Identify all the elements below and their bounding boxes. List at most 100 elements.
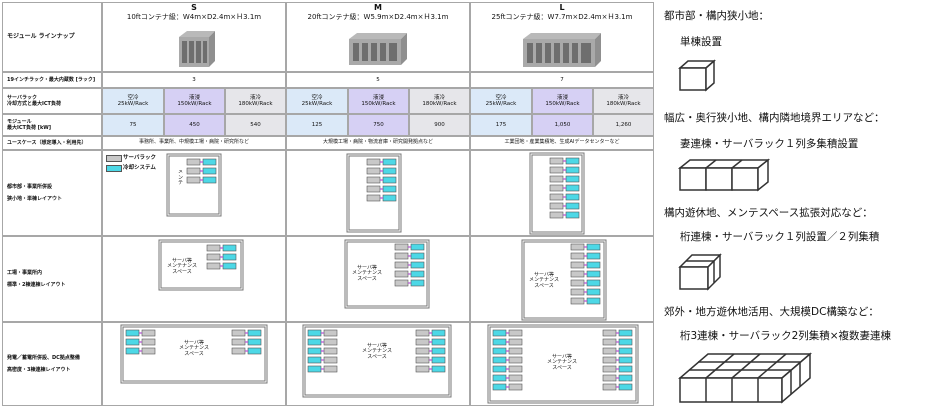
rack-rows — [125, 157, 633, 391]
cooling-unit — [586, 252, 601, 260]
cooling-unit — [382, 167, 397, 175]
cooling-unit — [222, 262, 237, 270]
server-rack — [186, 167, 201, 175]
server-rack — [549, 211, 564, 219]
desc-end-connected: 妻連棟・サーバラック１列多集積設置 — [680, 138, 859, 150]
server-rack — [141, 338, 156, 346]
module-lineup-table: モジュール ラインナップ S 10ftコンテナ級：W4m×D2.4m×Ｈ3.1m… — [2, 2, 654, 406]
legend-rack-label: サーバラック — [123, 155, 156, 161]
server-rack — [415, 329, 430, 337]
cooling-unit — [307, 338, 322, 346]
cooling-l-liquid: 液冷 180kW/Rack — [593, 88, 654, 114]
ict-s-immersion: 450 — [164, 114, 225, 136]
cooling-unit — [431, 365, 446, 373]
heading-narrow: 幅広・奥行狭小地、構内隣地境界エリアなど： — [664, 112, 885, 124]
server-rack — [415, 356, 430, 364]
cooling-unit — [492, 374, 507, 382]
server-rack — [141, 329, 156, 337]
column-s: S 10ftコンテナ級：W4m×D2.4m×Ｈ3.1m — [102, 2, 286, 72]
ict-l-immersion: 1,050 — [532, 114, 593, 136]
cooling-unit — [618, 365, 633, 373]
ict-s-liquid: 540 — [225, 114, 286, 136]
cooling-unit — [382, 158, 397, 166]
server-rack — [508, 338, 523, 346]
grid-block-icon — [678, 352, 813, 404]
cooling-l-immersion: 液浸 150kW/Rack — [532, 88, 593, 114]
layout-m-triple — [286, 322, 470, 406]
cooling-unit — [247, 347, 262, 355]
server-rack — [366, 185, 381, 193]
cooling-unit — [492, 365, 507, 373]
server-rack — [570, 288, 585, 296]
column-m: M 20ftコンテナ級：W5.9m×D2.4m×Ｈ3.1m — [286, 2, 470, 72]
server-rack — [508, 365, 523, 373]
server-rack — [549, 202, 564, 210]
server-rack — [508, 374, 523, 382]
cooling-unit — [618, 383, 633, 391]
cooling-m-liquid: 液冷 180kW/Rack — [409, 88, 470, 114]
server-rack — [231, 338, 246, 346]
ict-label: モジュール 最大ICT負荷 [kW] — [2, 114, 102, 136]
server-rack — [186, 176, 201, 184]
cooling-unit — [307, 347, 322, 355]
cooling-m-immersion: 液浸 150kW/Rack — [348, 88, 409, 114]
legend-cooling-label: 冷却システム — [123, 165, 156, 171]
server-rack — [323, 356, 338, 364]
cooling-unit — [222, 253, 237, 261]
server-rack — [394, 243, 409, 251]
cooling-s-air: 空冷 25kW/Rack — [102, 88, 164, 114]
space-label-l-triple: サーバ等 メンテナンス スペース — [547, 353, 577, 371]
server-rack — [602, 356, 617, 364]
usecase-m: 大規模工場・病院・物流倉庫・研究開発拠点など — [286, 136, 470, 150]
server-rack — [323, 329, 338, 337]
cooling-unit — [586, 243, 601, 251]
layout-l-triple — [470, 322, 654, 406]
server-rack — [186, 158, 201, 166]
layout-row-double-label: 工場・事業所内 標準・2棟連棟レイアウト — [2, 236, 102, 322]
server-rack — [206, 244, 221, 252]
cooling-unit — [431, 347, 446, 355]
cooling-unit — [565, 211, 580, 219]
cooling-unit — [431, 356, 446, 364]
heading-urban: 都市部・構内狭小地： — [664, 10, 769, 22]
server-rack — [570, 279, 585, 287]
cooling-unit — [618, 374, 633, 382]
heading-suburban: 郊外・地方遊休地活用、大規模DC構築など： — [664, 306, 879, 318]
space-label-l-double: サーバ等 メンテナンス スペース — [529, 271, 559, 289]
cooling-s-liquid: 液冷 180kW/Rack — [225, 88, 286, 114]
server-rack — [549, 193, 564, 201]
server-rack — [508, 383, 523, 391]
server-rack — [206, 262, 221, 270]
server-rack — [394, 279, 409, 287]
cooling-unit — [410, 261, 425, 269]
usecase-s: 事務所、事業所、中規模工場・病院・研究所など — [102, 136, 286, 150]
server-rack — [549, 175, 564, 183]
server-rack — [231, 347, 246, 355]
server-rack — [602, 347, 617, 355]
cooling-unit — [586, 279, 601, 287]
cooling-unit — [565, 175, 580, 183]
cooling-unit — [247, 329, 262, 337]
server-rack — [602, 329, 617, 337]
cooling-unit — [618, 338, 633, 346]
cooling-unit — [492, 338, 507, 346]
server-rack — [549, 166, 564, 174]
cooling-m-air: 空冷 25kW/Rack — [286, 88, 348, 114]
server-rack — [415, 347, 430, 355]
layout-s-double — [102, 236, 286, 322]
ict-l-liquid: 1,260 — [593, 114, 654, 136]
layout-m-single — [286, 150, 470, 236]
cooling-unit — [382, 185, 397, 193]
cooling-unit — [586, 297, 601, 305]
layout-m-double — [286, 236, 470, 322]
usecase-l: 工業団地・産業集積地、生成AIデータセンターなど — [470, 136, 654, 150]
cooling-unit — [202, 158, 217, 166]
floor-plan-drawings — [120, 152, 639, 404]
cooling-unit — [222, 244, 237, 252]
layout-s-single — [102, 150, 286, 236]
server-rack — [508, 329, 523, 337]
column-s-size: 10ftコンテナ級：W4m×D2.4m×Ｈ3.1m — [126, 13, 262, 21]
cooling-unit — [307, 329, 322, 337]
server-rack — [570, 270, 585, 278]
layout-row-single-label: 都市部・事業所併設 狭小地・単棟レイアウト — [2, 150, 102, 236]
